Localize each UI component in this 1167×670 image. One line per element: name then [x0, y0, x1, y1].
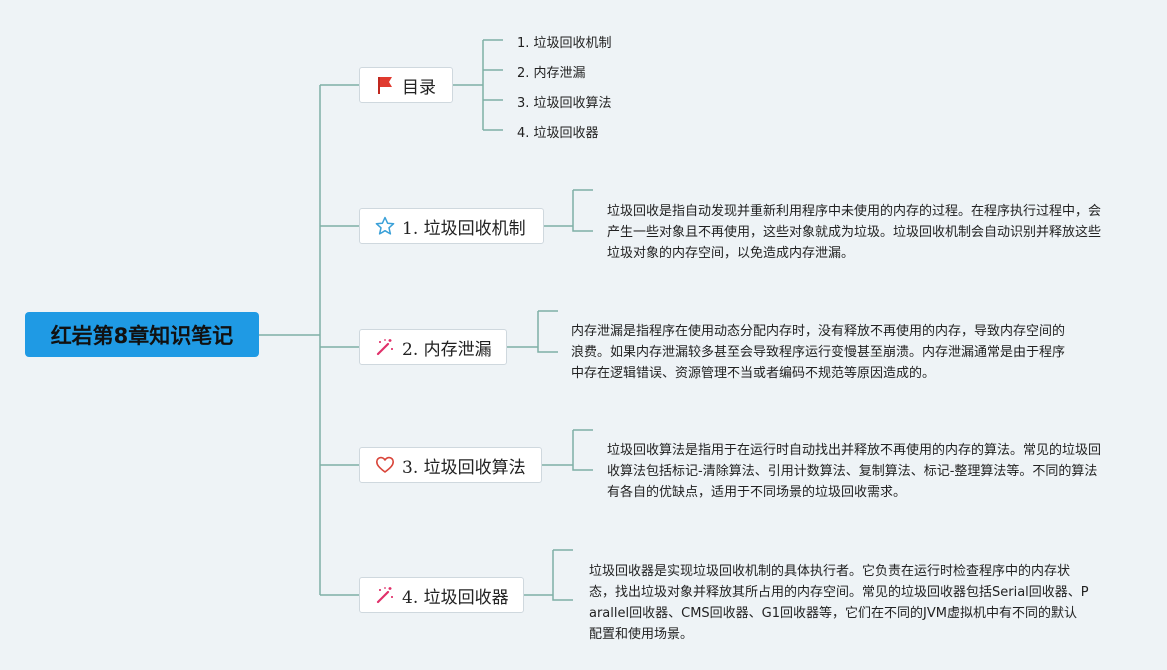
topic-gc-algorithm[interactable]: 3. 垃圾回收算法 [359, 447, 542, 483]
toc-item-1[interactable]: 1. 垃圾回收机制 [517, 36, 612, 51]
topic-gc-collector-label: 4. 垃圾回收器 [402, 587, 509, 608]
topic-gc-collector[interactable]: 4. 垃圾回收器 [359, 577, 524, 613]
star-icon [374, 215, 396, 237]
root-topic[interactable]: 红岩第8章知识笔记 [25, 312, 259, 357]
magic-wand-icon [374, 336, 396, 358]
topic-memory-leak-desc: 内存泄漏是指程序在使用动态分配内存时，没有释放不再使用的内存，导致内存空间的浪费… [571, 324, 1066, 381]
root-title: 红岩第8章知识笔记 [50, 323, 234, 348]
topic-memory-leak-label: 2. 内存泄漏 [402, 339, 492, 360]
toc-item-4[interactable]: 4. 垃圾回收器 [517, 126, 599, 141]
topic-gc-algorithm-label: 3. 垃圾回收算法 [402, 457, 526, 478]
topic-memory-leak[interactable]: 2. 内存泄漏 [359, 329, 507, 365]
topic-gc-mechanism-desc: 垃圾回收是指自动发现并重新利用程序中未使用的内存的过程。在程序执行过程中，会产生… [607, 204, 1102, 261]
toc-item-3[interactable]: 3. 垃圾回收算法 [517, 96, 612, 111]
topic-gc-mechanism[interactable]: 1. 垃圾回收机制 [359, 208, 544, 244]
topic-gc-mechanism-label: 1. 垃圾回收机制 [402, 218, 526, 239]
topic-toc[interactable]: 目录 [359, 67, 453, 103]
topic-toc-label: 目录 [402, 77, 436, 98]
topic-gc-algorithm-desc: 垃圾回收算法是指用于在运行时自动找出并释放不再使用的内存的算法。常见的垃圾回收算… [607, 443, 1102, 500]
magic-wand-icon [374, 584, 396, 606]
toc-item-2[interactable]: 2. 内存泄漏 [517, 66, 586, 81]
flag-icon [374, 74, 396, 96]
topic-gc-collector-desc: 垃圾回收器是实现垃圾回收机制的具体执行者。它负责在运行时检查程序中的内存状态，找… [589, 564, 1089, 642]
heart-icon [374, 454, 396, 476]
